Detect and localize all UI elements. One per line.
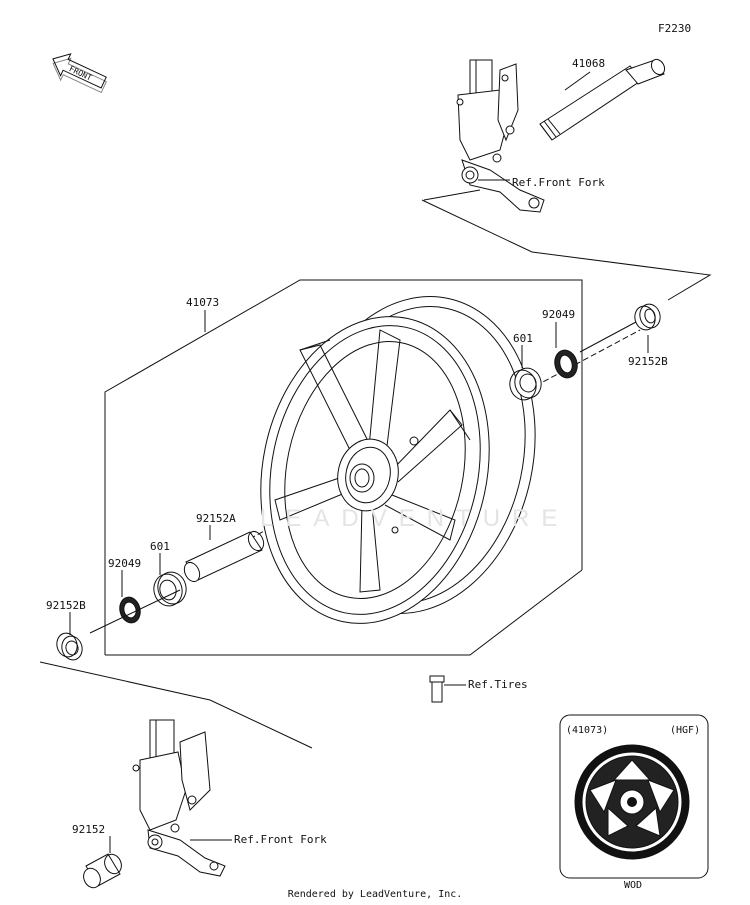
part-92049-left-label[interactable]: 92049 (108, 557, 142, 570)
part-601-right-label[interactable]: 601 (513, 332, 533, 345)
inset-code-label: (HGF) (670, 725, 701, 736)
front-fork-bottom (132, 719, 226, 877)
part-41073-label[interactable]: 41073 (186, 296, 220, 309)
inset-wheel (574, 744, 690, 860)
bearing-601-right (509, 367, 542, 401)
collar-92152b-left (56, 632, 83, 661)
assembly-line-top (421, 199, 712, 301)
part-601-left-label[interactable]: 601 (150, 540, 170, 553)
leader-lines (69, 71, 649, 853)
seal-92049-right (554, 349, 578, 379)
ref-tires-link[interactable]: Ref.Tires (468, 678, 528, 691)
part-92152b-left-label[interactable]: 92152B (46, 599, 86, 612)
wheel-41073 (260, 296, 536, 624)
axle-41068 (539, 58, 666, 141)
assembly-line-bottom (39, 661, 313, 749)
collar-92152b-right (634, 303, 661, 331)
collar-92152 (83, 853, 122, 889)
diagram-code: F2230 (658, 22, 692, 35)
ref-front-fork-bottom-link[interactable]: Ref.Front Fork (234, 833, 327, 846)
part-92152b-right-label[interactable]: 92152B (628, 355, 668, 368)
part-92152a-label[interactable]: 92152A (196, 512, 236, 525)
wheel-frame-line (104, 279, 583, 655)
inset-caption: WOD (624, 880, 643, 891)
part-92049-right-label[interactable]: 92049 (542, 308, 576, 321)
part-92152-label[interactable]: 92152 (72, 823, 106, 836)
front-arrow-icon: FRONT (52, 53, 108, 94)
front-fork-top (456, 59, 545, 213)
ref-front-fork-top-link[interactable]: Ref.Front Fork (512, 176, 605, 189)
part-41068-label[interactable]: 41068 (572, 57, 606, 70)
inset-part-label: (41073) (566, 725, 609, 736)
watermark: LEADVENTURE (260, 505, 570, 532)
inset-box (559, 714, 709, 879)
footer-credit: Rendered by LeadVenture, Inc. (287, 889, 463, 900)
valve-stem (429, 675, 445, 703)
spacer-92152a (183, 530, 265, 583)
bearing-601-left (153, 571, 187, 607)
